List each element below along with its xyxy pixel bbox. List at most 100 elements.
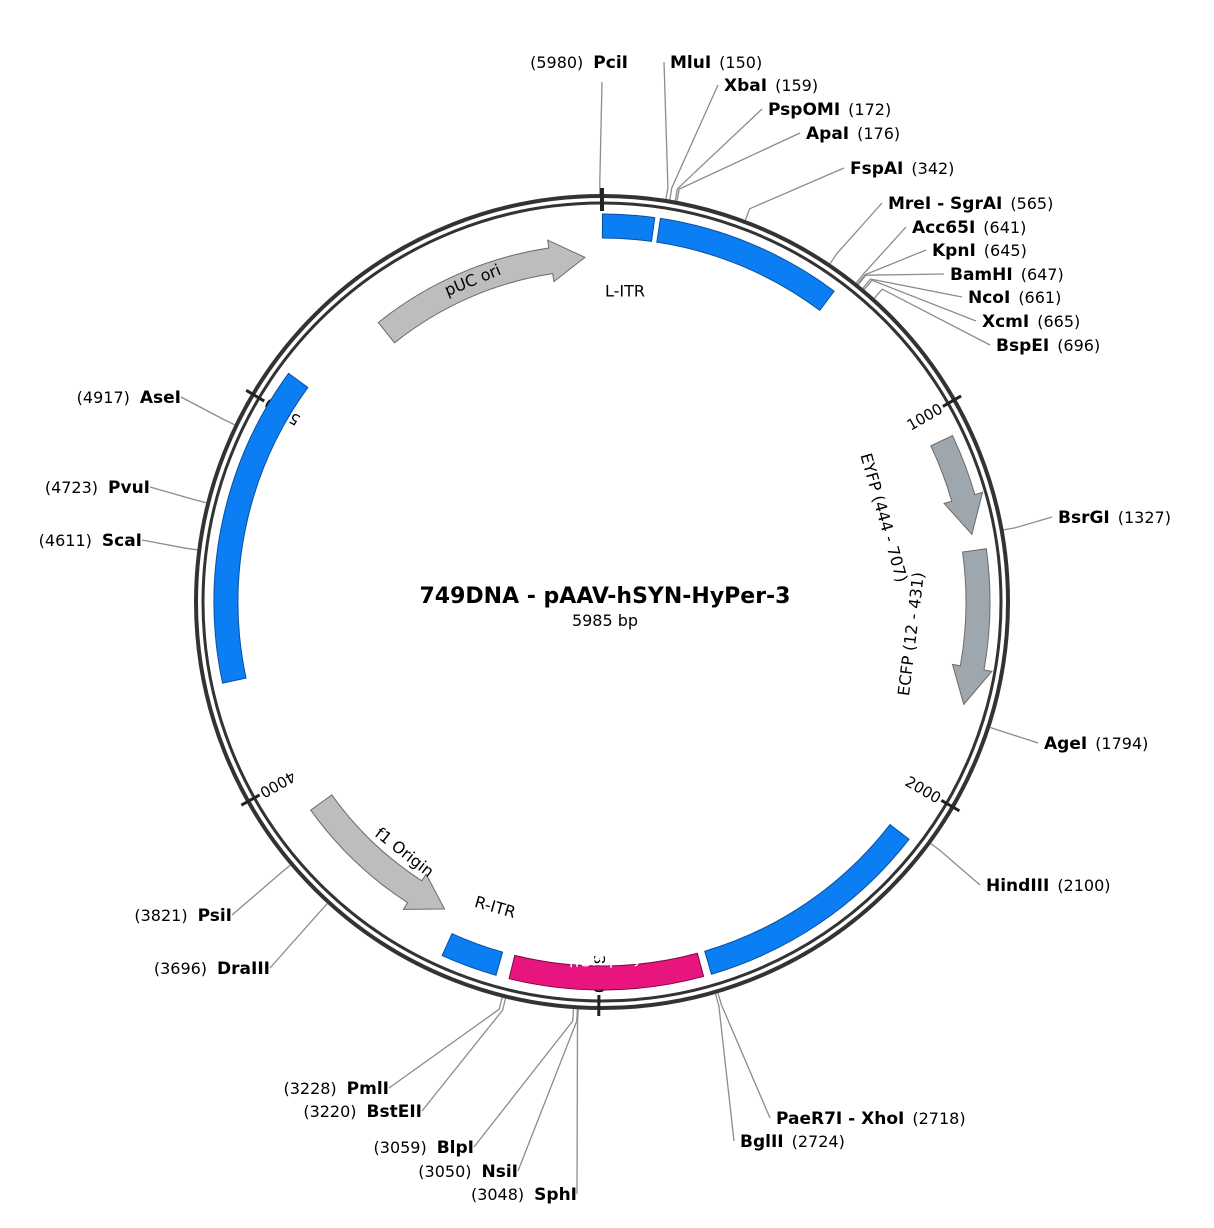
site-label-nsii: (3050) NsiI bbox=[418, 1162, 518, 1182]
site-label-hindiii: HindIII (2100) bbox=[986, 876, 1111, 896]
site-position: (3696) bbox=[154, 959, 207, 978]
leader-xbai bbox=[669, 84, 719, 200]
feature-eyfp bbox=[930, 434, 984, 536]
leader-bglii bbox=[714, 993, 735, 1142]
site-position: (3228) bbox=[283, 1079, 336, 1098]
site-name: HindIII bbox=[986, 876, 1049, 896]
feature-hsyn bbox=[656, 217, 835, 312]
site-name: MluI bbox=[670, 53, 711, 73]
leader-mrei-sgrai bbox=[829, 202, 883, 265]
site-name: PvuI bbox=[108, 478, 150, 498]
site-name: NcoI bbox=[968, 288, 1010, 308]
site-position: (150) bbox=[719, 53, 762, 72]
site-label-agei: AgeI(1794) bbox=[1044, 734, 1148, 754]
site-position: (565) bbox=[1010, 194, 1053, 213]
site-label-bamhi: BamHI(647) bbox=[950, 265, 1064, 285]
site-name: KpnI bbox=[932, 241, 976, 261]
map-title: 749DNA - pAAV-hSYN-HyPer-3 bbox=[419, 584, 790, 609]
site-label-xcmi: XcmI(665) bbox=[982, 312, 1080, 332]
site-position: (2724) bbox=[792, 1132, 845, 1151]
site-position: (4723) bbox=[45, 478, 98, 497]
site-position: (661) bbox=[1018, 288, 1061, 307]
site-position: (3220) bbox=[303, 1102, 356, 1121]
site-label-fspai: FspAI(342) bbox=[850, 159, 954, 179]
site-position: (2718) bbox=[912, 1109, 965, 1128]
site-label-asei: (4917)AseI bbox=[77, 388, 181, 408]
site-name: SphI bbox=[534, 1185, 577, 1205]
feature-label-l-itr: L-ITR bbox=[605, 282, 645, 301]
leader-acc65i bbox=[855, 226, 907, 284]
tick-mark-4000 bbox=[240, 793, 261, 807]
tick-label-2000: 2000 bbox=[902, 773, 944, 808]
site-position: (176) bbox=[857, 124, 900, 143]
site-position: (4917) bbox=[77, 388, 130, 407]
site-name: BglII bbox=[740, 1132, 784, 1152]
site-position: (159) bbox=[775, 76, 818, 95]
site-name: XbaI bbox=[724, 76, 767, 96]
site-name: NsiI bbox=[482, 1162, 519, 1182]
leader-agei bbox=[989, 726, 1039, 744]
leader-xcmi bbox=[863, 279, 977, 322]
site-label-acc65i: Acc65I(641) bbox=[912, 218, 1026, 238]
site-label-blpi: (3059) BlpI bbox=[374, 1138, 474, 1158]
feature-hgh-polya bbox=[508, 952, 705, 991]
leader-apai bbox=[676, 132, 801, 202]
leader-psii bbox=[231, 864, 291, 916]
site-label-psii: (3821)PsiI bbox=[134, 906, 232, 926]
site-name: BsrGI bbox=[1058, 508, 1110, 528]
leader-pvui bbox=[149, 486, 207, 504]
feature-puc-ori bbox=[377, 239, 586, 344]
site-name: FspAI bbox=[850, 159, 903, 179]
site-label-bsteii: (3220) BstEII bbox=[303, 1102, 422, 1122]
leader-ncoi bbox=[862, 278, 963, 298]
site-label-sphi: (3048)SphI bbox=[471, 1185, 577, 1205]
site-label-bglii: BglII (2724) bbox=[740, 1132, 845, 1152]
site-label-bspei: BspEI(696) bbox=[996, 336, 1100, 356]
site-position: (5980) bbox=[530, 53, 583, 72]
leader-lines bbox=[141, 61, 1053, 1195]
feature-ampr bbox=[213, 372, 309, 684]
site-name: BspEI bbox=[996, 336, 1049, 356]
leader-mlui bbox=[663, 61, 669, 200]
leader-scai bbox=[141, 539, 198, 551]
site-name: BamHI bbox=[950, 265, 1013, 285]
site-position: (2100) bbox=[1057, 876, 1110, 895]
site-name: ApaI bbox=[806, 124, 849, 144]
tick-label-4000: 4000 bbox=[257, 767, 299, 801]
leader-blpi bbox=[473, 1008, 575, 1148]
site-label-draiii: (3696) DraIII bbox=[154, 959, 270, 979]
leader-bamhi bbox=[857, 273, 945, 286]
site-position: (645) bbox=[984, 241, 1027, 260]
site-label-paer7i-xhoi: PaeR7I - XhoI (2718) bbox=[776, 1109, 966, 1129]
leader-kpni bbox=[857, 249, 927, 285]
site-label-xbai: XbaI (159) bbox=[724, 76, 818, 96]
feature-label-eyfp: EYFP (444 - 707) bbox=[856, 451, 911, 584]
leader-fspai bbox=[744, 167, 845, 221]
site-label-kpni: KpnI (645) bbox=[932, 241, 1027, 261]
site-name: PciI bbox=[593, 53, 628, 73]
site-label-mrei-sgrai: MreI - SgrAI (565) bbox=[888, 194, 1053, 214]
site-label-pspomi: PspOMI(172) bbox=[768, 100, 891, 120]
site-label-mlui: MluI (150) bbox=[670, 53, 762, 73]
site-position: (665) bbox=[1037, 312, 1080, 331]
feature-wpre bbox=[704, 823, 910, 975]
site-name: AgeI bbox=[1044, 734, 1087, 754]
site-label-bsrgi: BsrGI(1327) bbox=[1058, 508, 1171, 528]
leader-draiii bbox=[269, 903, 328, 969]
tick-mark-1000 bbox=[942, 394, 962, 408]
map-length: 5985 bp bbox=[572, 611, 638, 630]
site-name: PaeR7I - XhoI bbox=[776, 1109, 904, 1129]
tick-mark-5000 bbox=[245, 389, 266, 403]
site-name: BlpI bbox=[437, 1138, 474, 1158]
site-name: MreI - SgrAI bbox=[888, 194, 1002, 214]
site-position: (3059) bbox=[374, 1138, 427, 1157]
site-position: (3821) bbox=[134, 906, 187, 925]
site-position: (3050) bbox=[418, 1162, 471, 1181]
site-name: DraIII bbox=[217, 959, 270, 979]
leader-bspei bbox=[873, 288, 991, 346]
site-name: BstEII bbox=[367, 1102, 422, 1122]
site-name: Acc65I bbox=[912, 218, 975, 238]
tick-label-1000: 1000 bbox=[904, 400, 946, 435]
site-position: (4611) bbox=[39, 531, 92, 550]
